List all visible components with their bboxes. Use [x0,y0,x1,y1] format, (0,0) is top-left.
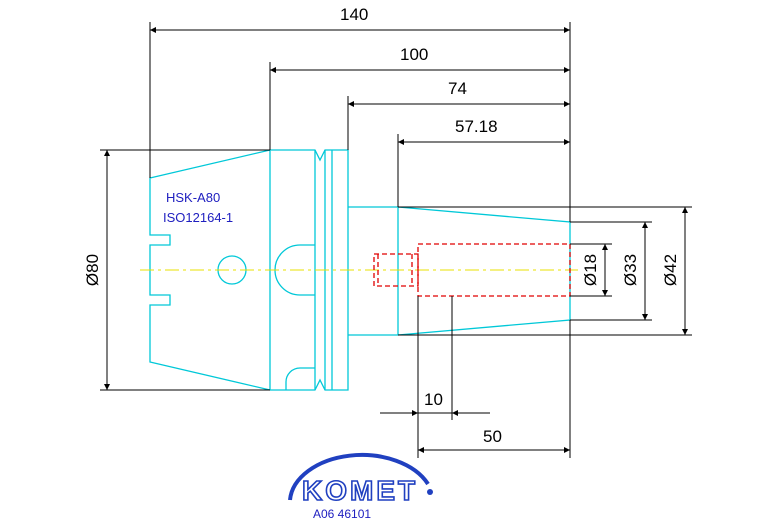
logo-text: KOMET [302,475,418,506]
shrink-nose [348,206,571,336]
dim-dia-42: Ø42 [661,254,680,286]
bore-relief [373,253,419,287]
dim-dia-33: Ø33 [621,254,640,286]
drive-slot-bottom [285,367,315,390]
dim-100: 100 [400,45,428,64]
dim-10: 10 [424,390,443,409]
komet-logo: KOMET [288,452,433,507]
dim-140: 140 [340,5,368,24]
logo-arc-icon [288,452,430,501]
part-label-hsk: HSK-A80 [166,190,220,205]
part-label-iso: ISO12164-1 [163,210,233,225]
dim-57: 57.18 [455,117,498,136]
dim-74: 74 [448,79,467,98]
article-number: A06 46101 [313,507,371,521]
bore-main [417,243,571,297]
registered-mark-icon [427,489,433,495]
dim-dia-80: Ø80 [83,254,102,286]
dimension-lines [100,22,692,458]
bore-hidden-lines [373,243,571,297]
dim-dia-18: Ø18 [581,254,600,286]
dim-50: 50 [483,427,502,446]
